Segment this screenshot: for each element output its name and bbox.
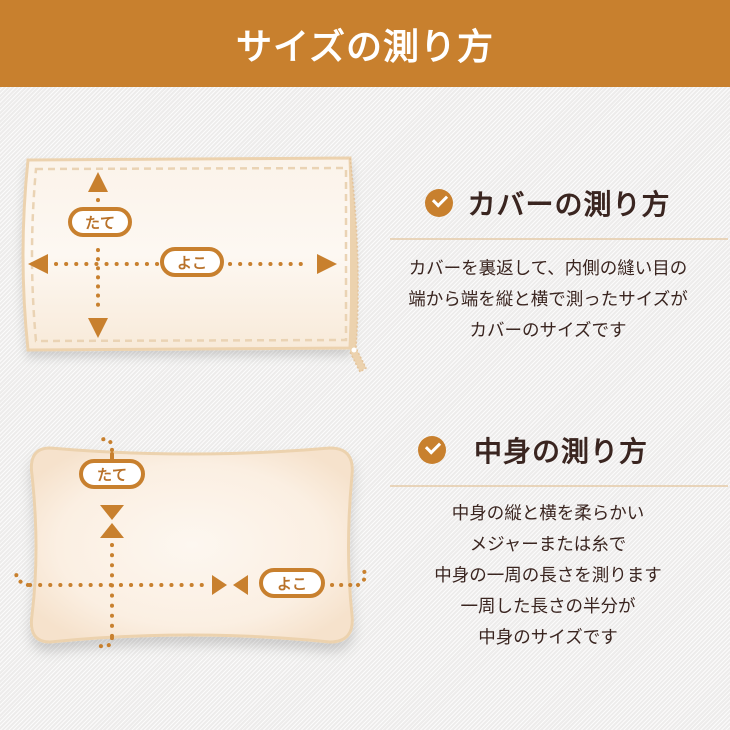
filling-line: メジャーまたは糸で [469,535,627,555]
filling-description: 中身の縦と横を柔らかい メジャーまたは糸で 中身の一周の長さを測ります 一周した… [378,499,718,654]
cover-horizontal-label: よこ [160,247,224,277]
cover-description: カバーを裏返して、内側の縫い目の 端から端を縦と横で測ったサイズが カバーのサイ… [378,254,718,347]
filling-line: 中身の一周の長さを測ります [434,566,662,586]
filling-divider [390,485,728,487]
cover-illustration: たて よこ [0,140,370,390]
cover-vertical-label: たて [68,207,132,237]
filling-horizontal-label: よこ [259,568,325,598]
check-circle-icon [418,436,446,464]
filling-illustration: たて よこ [0,420,380,680]
filling-section: 中身の測り方 中身の縦と横を柔らかい メジャーまたは糸で 中身の一周の長さを測り… [378,425,728,654]
filling-section-heading: 中身の測り方 [378,425,718,475]
cover-line: カバーのサイズです [469,321,627,341]
cover-section: カバーの測り方 カバーを裏返して、内側の縫い目の 端から端を縦と横で測ったサイズ… [378,178,728,347]
filling-pillow-drawing [14,437,368,649]
filling-vertical-label: たて [79,459,145,489]
cover-line: 端から端を縦と横で測ったサイズが [408,290,688,310]
filling-line: 中身のサイズです [478,628,618,648]
filling-section-title: 中身の測り方 [474,435,649,468]
cover-section-title: カバーの測り方 [467,188,671,221]
cover-line: カバーを裏返して、内側の縫い目の [408,259,688,279]
cover-divider [390,238,728,240]
filling-line: 一周した長さの半分が [460,597,636,617]
filling-line: 中身の縦と横を柔らかい [451,504,645,524]
header-banner: サイズの測り方 [0,0,730,87]
cover-section-heading: カバーの測り方 [378,178,718,228]
page-title: サイズの測り方 [236,26,494,68]
check-circle-icon [425,189,454,217]
